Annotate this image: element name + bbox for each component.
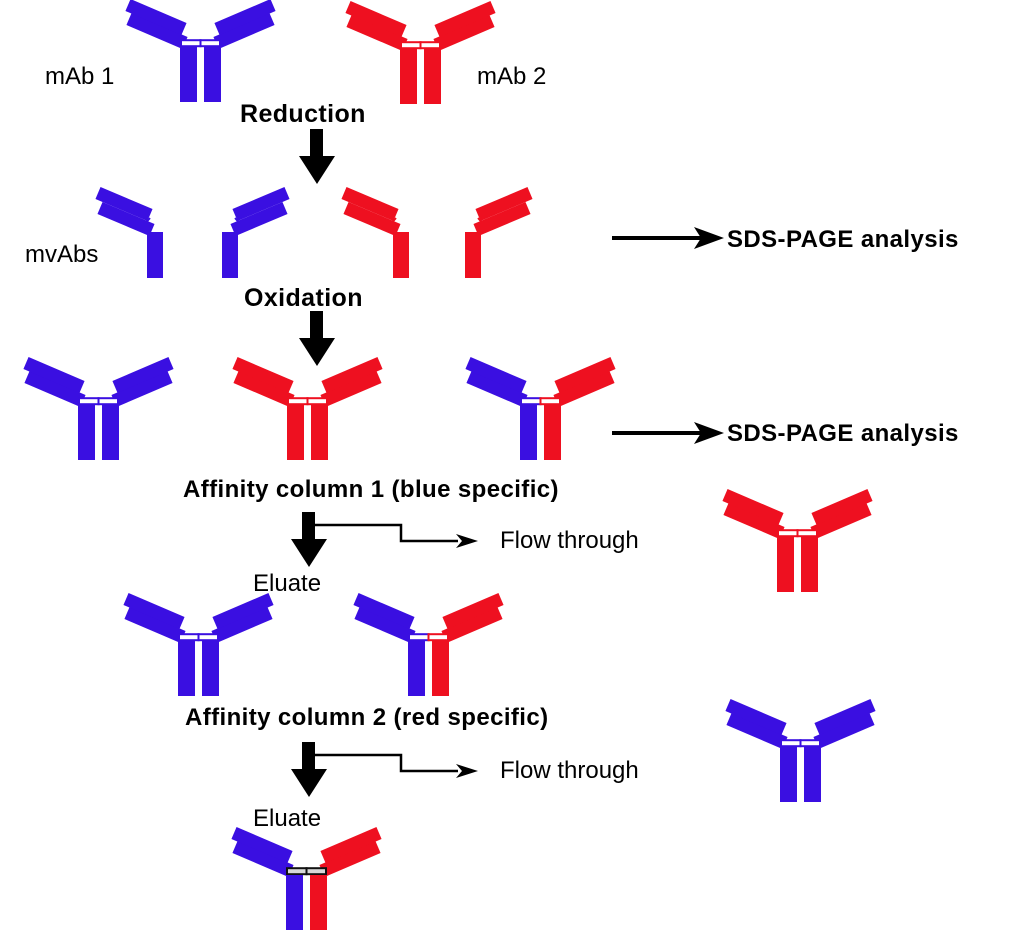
eluate1-blue-antibody-icon (103, 593, 293, 698)
column2-flowthrough-blue-antibody-icon (705, 699, 895, 804)
oxidized-red-antibody-icon (212, 357, 402, 462)
sds-page-arrow-1-icon (610, 225, 730, 251)
mab1-label: mAb 1 (45, 63, 115, 90)
oxidation-arrow-icon (297, 311, 337, 367)
column1-load-arrow-icon (289, 512, 329, 568)
final-bispecific-antibody-icon (211, 827, 401, 930)
affinity-column-2-label: Affinity column 2 (red specific) (185, 704, 549, 731)
mvab-red-left-half-icon (338, 187, 423, 288)
flowthrough-branch-1-icon (306, 521, 486, 551)
flow-through-2-label: Flow through (500, 757, 639, 784)
mvab-blue-right-half-icon (208, 187, 293, 288)
eluate-1-label: Eluate (253, 570, 322, 597)
mvab-blue-left-half-icon (92, 187, 177, 288)
oxidized-bispecific-antibody-icon (445, 357, 635, 462)
eluate1-bispecific-antibody-icon (333, 593, 523, 698)
sds-page-label-1: SDS-PAGE analysis (727, 226, 959, 253)
mab1-antibody-icon (105, 0, 295, 104)
affinity-column-1-label: Affinity column 1 (blue specific) (183, 476, 559, 503)
mab2-antibody-icon (325, 1, 515, 106)
reduction-label: Reduction (240, 100, 366, 128)
mvab-red-right-half-icon (451, 187, 536, 288)
oxidized-blue-antibody-icon (3, 357, 193, 462)
flowthrough-branch-2-icon (306, 751, 486, 781)
column2-load-arrow-icon (289, 742, 329, 798)
mvabs-label: mvAbs (25, 241, 99, 268)
sds-page-arrow-2-icon (610, 420, 730, 446)
flow-through-1-label: Flow through (500, 527, 639, 554)
eluate-2-label: Eluate (253, 805, 322, 832)
sds-page-label-2: SDS-PAGE analysis (727, 420, 959, 447)
reduction-arrow-icon (297, 129, 337, 185)
oxidation-label: Oxidation (244, 284, 363, 312)
column1-flowthrough-red-antibody-icon (702, 489, 892, 594)
mab2-label: mAb 2 (477, 63, 547, 90)
